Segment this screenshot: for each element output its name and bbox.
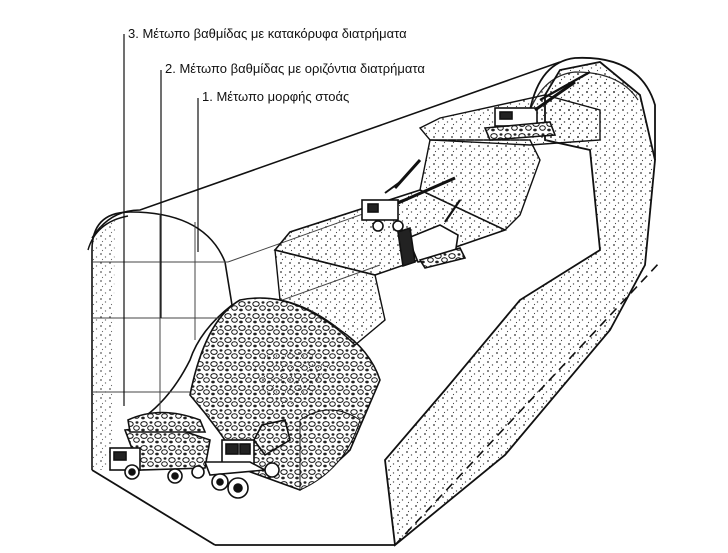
dump-truck (109, 411, 211, 484)
front-portal-section (91, 189, 431, 470)
tunnel-floor (91, 261, 661, 546)
label-leaders (123, 34, 199, 406)
label-horizontal-holes-bench: 2. Μέτωπο βαθμίδας με οριζόντια διατρήμα… (165, 61, 425, 76)
drill-jumbo-upper (361, 159, 456, 232)
crawler-drill-top (483, 70, 591, 141)
label-vertical-holes-bench: 3. Μέτωπο βαθμίδας με κατακόρυφα διατρήμ… (128, 26, 407, 41)
loader-upper (397, 199, 467, 269)
upper-bench (273, 139, 541, 346)
front-loader (203, 419, 291, 499)
label-gallery-face: 1. Μέτωπο μορφής στοάς (202, 89, 350, 104)
